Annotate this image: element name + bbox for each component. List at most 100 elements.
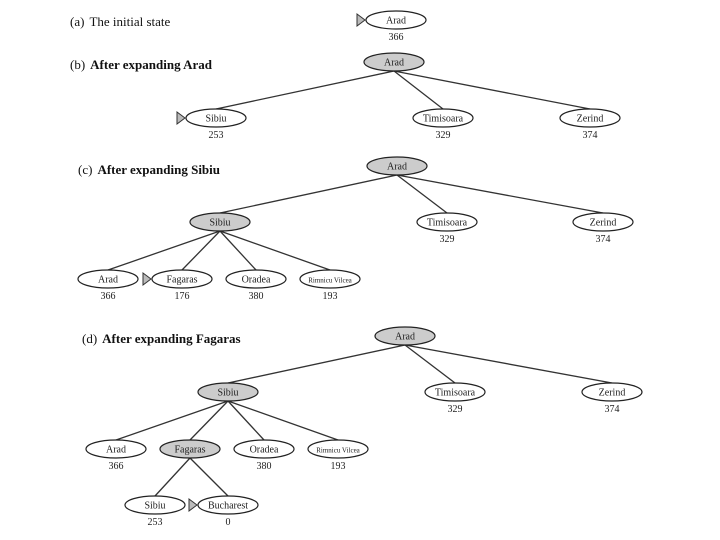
tree-edge <box>227 400 265 441</box>
frontier-node-ellipse <box>185 108 247 128</box>
frontier-node-ellipse <box>225 269 287 289</box>
node-label: Zerind <box>590 218 617 229</box>
panel-title-b: (b)After expanding Arad <box>70 57 213 72</box>
panel-title-text: The initial state <box>89 14 170 29</box>
node-label: Sibiu <box>209 218 230 229</box>
heuristic-value: 253 <box>148 517 163 528</box>
tree-edge <box>115 400 229 441</box>
heuristic-value: 193 <box>331 461 346 472</box>
panel-letter: (c) <box>78 162 92 177</box>
heuristic-value: 374 <box>605 404 620 415</box>
tree-edge <box>393 70 444 110</box>
next-expansion-arrow-icon <box>356 13 366 27</box>
node-label: Fagaras <box>166 275 197 286</box>
heuristic-value: 366 <box>101 291 116 302</box>
frontier-node-ellipse <box>197 495 259 515</box>
nodes-layer: Arad366AradSibiu253Timisoara329Zerind374… <box>77 10 643 528</box>
tree-edge <box>404 344 456 384</box>
edges-layer <box>107 70 613 497</box>
expanded-node-ellipse <box>159 439 221 459</box>
heuristic-value: 380 <box>257 461 272 472</box>
panel-letter: (a) <box>70 14 84 29</box>
next-expansion-arrow-icon <box>142 272 152 286</box>
tree-node-sibiu: Sibiu <box>189 212 251 232</box>
frontier-node-ellipse <box>307 439 369 459</box>
tree-edge <box>219 230 257 271</box>
panel-title-text: After expanding Sibiu <box>97 162 220 177</box>
tree-node-arad: Arad 366 <box>77 269 139 302</box>
frontier-node-ellipse <box>299 269 361 289</box>
frontier-node-ellipse <box>77 269 139 289</box>
tree-node-arad: Arad <box>366 156 428 176</box>
titles-layer: (a) The initial state (b)After expanding A… <box>70 14 241 346</box>
frontier-node-ellipse <box>416 212 478 232</box>
tree-edge <box>227 400 339 441</box>
node-label: Arad <box>98 275 118 286</box>
heuristic-value: 366 <box>389 32 404 43</box>
tree-node-sibiu: Sibiu 253 <box>176 108 247 141</box>
tree-edge <box>189 400 229 441</box>
node-label: Sibiu <box>217 388 238 399</box>
node-label: Arad <box>106 445 126 456</box>
heuristic-value: 380 <box>249 291 264 302</box>
expanded-node-ellipse <box>189 212 251 232</box>
tree-edge <box>181 230 221 271</box>
panel-title-text: After expanding Arad <box>90 57 213 72</box>
frontier-node-ellipse <box>581 382 643 402</box>
node-label: Oradea <box>242 275 271 286</box>
tree-edge <box>219 174 398 214</box>
tree-node-rimnicu-vilcea: Rimnicu Vilcea 193 <box>299 269 361 302</box>
frontier-node-ellipse <box>424 382 486 402</box>
panel-title-d: (d) After expanding Fagaras <box>82 331 241 346</box>
heuristic-value: 366 <box>109 461 124 472</box>
frontier-node-ellipse <box>151 269 213 289</box>
node-label: Arad <box>387 162 407 173</box>
tree-node-sibiu: Sibiu <box>197 382 259 402</box>
tree-edge <box>227 344 406 384</box>
node-label: Bucharest <box>208 501 248 512</box>
tree-node-rimnicu-vilcea: Rimnicu Vilcea 193 <box>307 439 369 472</box>
heuristic-value: 0 <box>226 517 231 528</box>
heuristic-value: 176 <box>175 291 190 302</box>
tree-edge <box>219 230 331 271</box>
tree-edge <box>189 457 229 497</box>
tree-node-sibiu: Sibiu 253 <box>124 495 186 528</box>
node-label: Rimnicu Vilcea <box>308 277 352 285</box>
frontier-node-ellipse <box>559 108 621 128</box>
frontier-node-ellipse <box>85 439 147 459</box>
node-label: Oradea <box>250 445 279 456</box>
tree-edge <box>154 457 191 497</box>
tree-edge <box>396 174 604 214</box>
panel-title-text: After expanding Fagaras <box>102 331 240 346</box>
expanded-node-ellipse <box>197 382 259 402</box>
node-label: Fagaras <box>174 445 205 456</box>
heuristic-value: 374 <box>596 234 611 245</box>
panel-title-a: (a) The initial state <box>70 14 171 29</box>
node-label: Arad <box>395 332 415 343</box>
node-label: Sibiu <box>144 501 165 512</box>
node-label: Timisoara <box>423 114 464 125</box>
node-label: Rimnicu Vilcea <box>316 447 360 455</box>
tree-node-arad: Arad 366 <box>85 439 147 472</box>
node-label: Sibiu <box>205 114 226 125</box>
frontier-node-ellipse <box>412 108 474 128</box>
heuristic-value: 253 <box>209 130 224 141</box>
frontier-node-ellipse <box>124 495 186 515</box>
heuristic-value: 329 <box>440 234 455 245</box>
frontier-node-ellipse <box>572 212 634 232</box>
tree-node-fagaras: Fagaras <box>159 439 221 459</box>
expanded-node-ellipse <box>363 52 425 72</box>
tree-edge <box>393 70 591 110</box>
tree-edge <box>215 70 395 110</box>
tree-node-timisoara: Timisoara 329 <box>416 212 478 245</box>
heuristic-value: 193 <box>323 291 338 302</box>
tree-node-oradea: Oradea 380 <box>225 269 287 302</box>
next-expansion-arrow-icon <box>188 498 198 512</box>
node-label: Timisoara <box>427 218 468 229</box>
panel-letter: (d) <box>82 331 97 346</box>
tree-edge <box>107 230 221 271</box>
